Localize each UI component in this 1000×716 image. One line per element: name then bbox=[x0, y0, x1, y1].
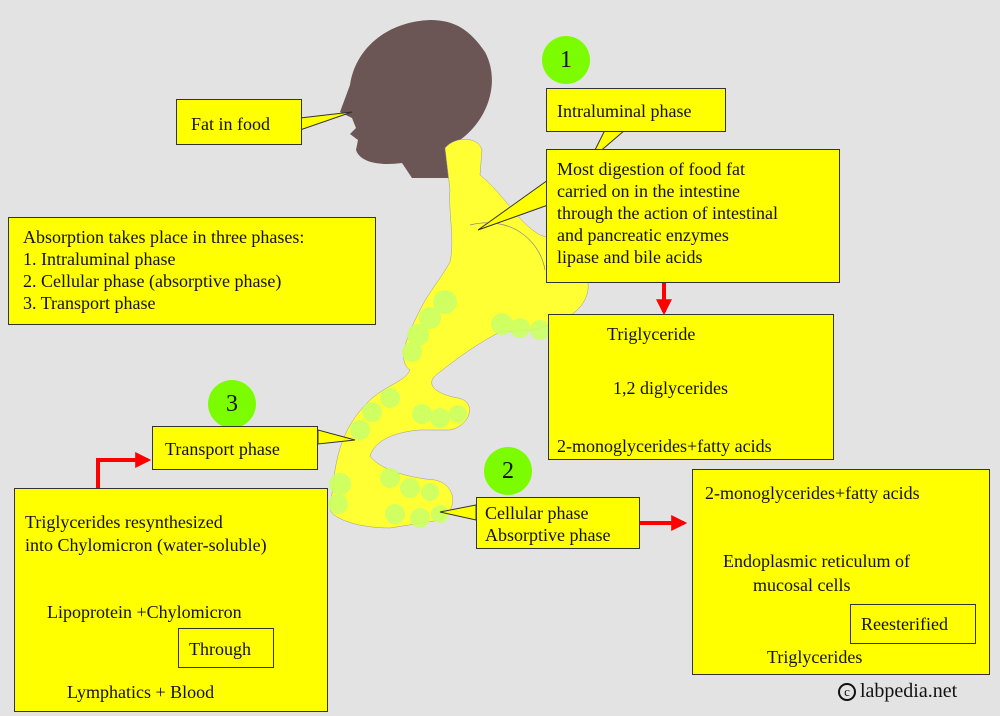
digestion-chain-box: Triglyceride 1,2 diglycerides 2-monoglyc… bbox=[548, 314, 834, 460]
copyright-text: labpedia.net bbox=[860, 680, 958, 702]
transport-phase-label: Transport phase bbox=[165, 439, 280, 459]
reesterified-label: Reesterified bbox=[861, 614, 948, 634]
transport-phase-box: Transport phase bbox=[152, 426, 318, 470]
cellular-phase-line: Cellular phase bbox=[485, 503, 589, 523]
cellular-chain-box: 2-monoglycerides+fatty acids Endoplasmic… bbox=[692, 469, 990, 675]
fat-in-food-box: Fat in food bbox=[176, 99, 302, 145]
intraluminal-phase-box: Intraluminal phase bbox=[546, 88, 726, 132]
cellular-chain-line: Triglycerides bbox=[767, 647, 863, 667]
triglyceride-label: Triglyceride bbox=[607, 324, 696, 344]
transport-chain-line: Triglycerides resynthesized bbox=[25, 512, 223, 532]
diglycerides-label: 1,2 diglycerides bbox=[613, 378, 728, 398]
fat-in-food-label: Fat in food bbox=[191, 114, 270, 134]
cellular-phase-box: Cellular phase Absorptive phase bbox=[476, 497, 640, 549]
summary-line: 2. Cellular phase (absorptive phase) bbox=[23, 271, 282, 291]
digestion-description-box: Most digestion of food fat carried on in… bbox=[546, 149, 840, 283]
head-silhouette-icon bbox=[340, 20, 492, 178]
cellular-chain-line: mucosal cells bbox=[753, 575, 851, 595]
copyright-notice: c labpedia.net bbox=[838, 680, 958, 703]
phase-badge-2: 2 bbox=[484, 447, 532, 495]
summary-line: Absorption takes place in three phases: bbox=[23, 227, 305, 247]
pointer-fat-in-food bbox=[299, 111, 353, 131]
digestion-line: through the action of intestinal bbox=[557, 203, 778, 223]
monoglycerides-label: 2-monoglycerides+fatty acids bbox=[557, 436, 772, 456]
through-label: Through bbox=[189, 639, 251, 659]
digestion-line: and pancreatic enzymes bbox=[557, 225, 729, 245]
digestion-line: Most digestion of food fat bbox=[557, 159, 745, 179]
through-box: Through bbox=[178, 628, 274, 668]
reesterified-box: Reesterified bbox=[850, 604, 976, 644]
villi-group bbox=[328, 290, 550, 528]
digestion-line: lipase and bile acids bbox=[557, 247, 703, 267]
absorption-summary-box: Absorption takes place in three phases: … bbox=[8, 217, 376, 325]
pointer-transport bbox=[317, 429, 356, 445]
cellular-chain-line: 2-monoglycerides+fatty acids bbox=[705, 483, 920, 503]
digestion-line: carried on in the intestine bbox=[557, 181, 740, 201]
phase-badge-1: 1 bbox=[542, 36, 590, 84]
intraluminal-phase-label: Intraluminal phase bbox=[557, 101, 692, 121]
transport-chain-box: Triglycerides resynthesized into Chylomi… bbox=[14, 488, 328, 712]
summary-line: 3. Transport phase bbox=[23, 293, 156, 313]
lymphatics-label: Lymphatics + Blood bbox=[67, 682, 215, 702]
arrow-transport-bend bbox=[96, 452, 152, 488]
summary-line: 1. Intraluminal phase bbox=[23, 249, 176, 269]
transport-chain-line: into Chylomicron (water-soluble) bbox=[25, 535, 267, 555]
gut-inner-line bbox=[469, 222, 546, 271]
cellular-chain-line: Endoplasmic reticulum of bbox=[723, 551, 910, 571]
copyright-icon: c bbox=[838, 682, 856, 701]
phase-badge-3: 3 bbox=[208, 380, 256, 428]
lipoprotein-label: Lipoprotein +Chylomicron bbox=[47, 602, 242, 622]
cellular-phase-line: Absorptive phase bbox=[485, 525, 611, 545]
